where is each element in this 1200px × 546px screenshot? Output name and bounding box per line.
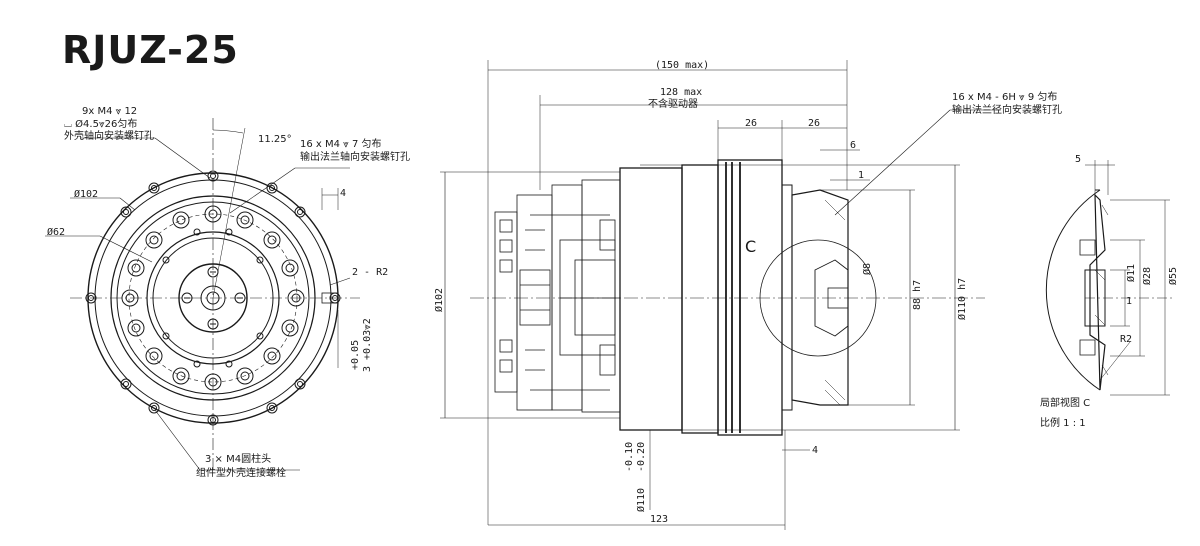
angle-label: 11.25° <box>258 134 292 145</box>
dia-102-side: Ø102 <box>433 288 445 312</box>
radius-label: 2 - R2 <box>352 267 388 278</box>
detail-scale: 比例 1 : 1 <box>1040 416 1086 429</box>
detail-view-c <box>1045 160 1175 396</box>
radial-holes: 16 x M4 - 6H ⩔ 9 匀布 <box>952 91 1057 103</box>
dim-1-label: 1 <box>858 170 864 181</box>
label-c: C <box>745 237 756 256</box>
dia-inner-label: Ø62 <box>47 226 65 238</box>
output-flange-holes <box>121 205 305 391</box>
dim-4b-label: 4 <box>812 445 818 456</box>
dim-88-label: 88 h7 <box>912 280 923 310</box>
hole-desc: 外壳轴向安装螺钉孔 <box>64 129 154 142</box>
dim-4-label: 4 <box>340 188 346 199</box>
output-desc: 输出法兰轴向安装螺钉孔 <box>300 150 410 163</box>
dim-123-label: 123 <box>650 514 668 525</box>
detail-dim-1: 1 <box>1126 296 1132 307</box>
length-max-label: (150 max) <box>655 60 709 71</box>
tol-1-label: +0.05 <box>350 340 361 370</box>
detail-view-label: 局部视图 C <box>1040 396 1090 409</box>
hole-spec-2: ⌴ Ø4.5⩔26匀布 <box>64 118 137 130</box>
tol-neg-2: -0.20 <box>636 442 647 472</box>
tol-neg-1: -0.10 <box>624 442 635 472</box>
dim-26b-label: 26 <box>808 118 820 129</box>
dia-110-label: Ø110 h7 <box>956 278 968 320</box>
detail-dia-28: Ø28 <box>1141 267 1153 285</box>
front-view <box>45 118 360 471</box>
outer-mount-holes <box>85 170 341 426</box>
dia-outer-label: Ø102 <box>74 188 98 200</box>
radial-desc: 输出法兰径向安装螺钉孔 <box>952 103 1062 116</box>
dim-26a-label: 26 <box>745 118 757 129</box>
tol-2-label: 3 +0.03⩔2 <box>362 318 373 372</box>
detail-radius: R2 <box>1120 334 1132 345</box>
side-view <box>440 60 1000 530</box>
detail-dia-11: Ø11 <box>1125 264 1137 282</box>
bolt-spec: 3 × M4圆柱头 <box>205 452 271 465</box>
driver-electronics <box>494 179 621 413</box>
no-driver-label: 不含驱动器 <box>648 97 698 110</box>
output-holes: 16 x M4 ⩔ 7 匀布 <box>300 138 382 150</box>
bolt-desc: 组件型外壳连接螺栓 <box>196 466 286 479</box>
detail-dim-5: 5 <box>1075 154 1081 165</box>
detail-dia-55: Ø55 <box>1167 267 1179 285</box>
page-title: RJUZ-25 <box>62 28 239 72</box>
hole-spec-1: 9x M4 ⩔ 12 <box>82 106 137 117</box>
length-128-label: 128 max <box>660 87 702 98</box>
dim-6-label: 6 <box>850 140 856 151</box>
dia-110b-label: Ø110 <box>635 488 647 512</box>
dia-8-label: Ø8 <box>861 263 873 275</box>
